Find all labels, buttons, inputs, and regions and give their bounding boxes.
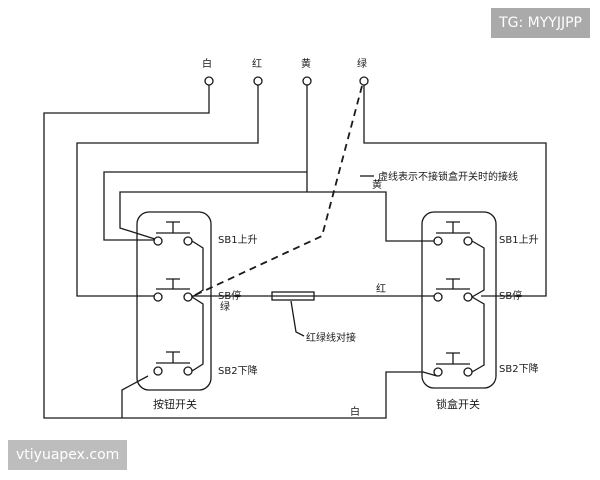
watermark-bottom: vtiyuapex.com [8,440,128,470]
terminal-green [359,76,369,86]
button-sb1-label: SB1上升 [218,234,258,246]
lock-sb-stop-label: SB停 [499,289,522,302]
button-switch-contacts [153,221,204,376]
wire-white [43,85,438,419]
terminal-red [253,76,263,86]
lock-sb1-label: SB1上升 [499,234,539,246]
button-switch-box [136,211,212,391]
button-sb2-label: SB2下降 [218,364,258,377]
white-wire-label: 白 [350,405,360,418]
wire-yellow [103,85,438,242]
splice-pointer [290,300,305,337]
dashed-note: 虚线表示不接锁盒开关时的接线 [378,170,518,183]
red-wire-label: 红 [376,282,386,295]
terminal-yellow [302,76,312,86]
wire-green-dashed [192,85,363,297]
terminal-label-red: 红 [252,57,262,70]
lock-box-switch-box [421,211,497,389]
terminal-label-yellow: 黄 [301,57,311,70]
button-switch-title: 按钮开关 [153,397,197,411]
wire-red [76,85,438,297]
wire-green [363,85,547,297]
button-sb-stop-label: SB停 [218,289,241,302]
watermark-top: TG: MYYJJPP [491,8,590,38]
yellow-wire-label: 黄 [372,178,382,191]
terminal-white [204,76,214,86]
splice-label: 红绿线对接 [306,331,356,344]
lock-box-title: 锁盒开关 [436,397,480,411]
lock-sb2-label: SB2下降 [499,362,539,375]
terminal-label-white: 白 [202,57,212,70]
green-wire-label: 绿 [220,300,230,313]
lock-box-contacts [433,221,485,377]
splice-connector [271,291,315,301]
terminal-label-green: 绿 [357,57,367,70]
